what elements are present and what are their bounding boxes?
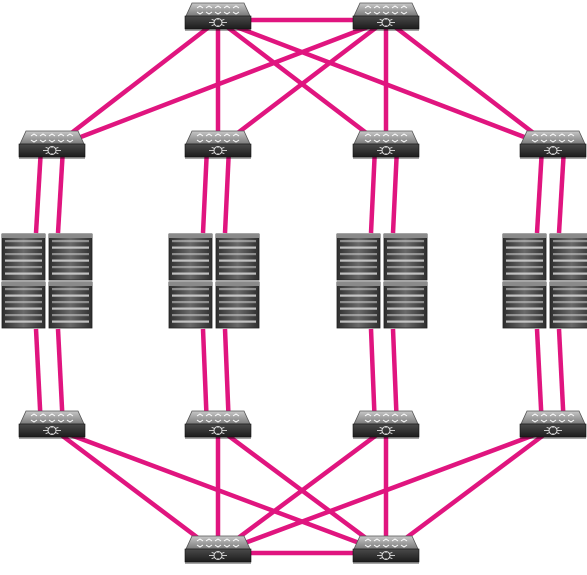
- network-switch-icon: [18, 410, 86, 439]
- nodes-layer: [1, 2, 587, 564]
- network-link: [49, 17, 221, 151]
- network-switch-icon: [18, 130, 86, 159]
- network-link: [383, 17, 556, 151]
- network-switch-icon: [184, 2, 252, 31]
- network-link: [390, 147, 400, 234]
- network-link: [49, 17, 389, 151]
- server-rack-icon: [502, 233, 587, 329]
- network-switch-icon: [352, 410, 420, 439]
- network-switch-icon: [519, 410, 587, 439]
- server-rack-icon: [168, 233, 260, 329]
- network-switch-icon: [352, 2, 420, 31]
- network-link: [215, 17, 389, 151]
- network-switch-icon: [519, 130, 587, 159]
- network-link: [222, 147, 232, 234]
- network-link: [556, 147, 567, 234]
- network-link: [49, 425, 389, 556]
- network-link: [215, 425, 389, 556]
- server-rack-icon: [1, 233, 93, 329]
- network-link: [55, 147, 66, 234]
- network-switch-icon: [352, 130, 420, 159]
- network-switch-icon: [184, 410, 252, 439]
- network-switch-icon: [352, 535, 420, 564]
- links-layer: [33, 17, 567, 556]
- network-link: [534, 147, 545, 234]
- network-link: [368, 147, 378, 234]
- network-link: [200, 147, 210, 234]
- network-switch-icon: [184, 130, 252, 159]
- network-link: [49, 425, 221, 556]
- server-rack-icon: [336, 233, 428, 329]
- network-switch-icon: [184, 535, 252, 564]
- network-link: [33, 147, 44, 234]
- network-link: [383, 425, 556, 556]
